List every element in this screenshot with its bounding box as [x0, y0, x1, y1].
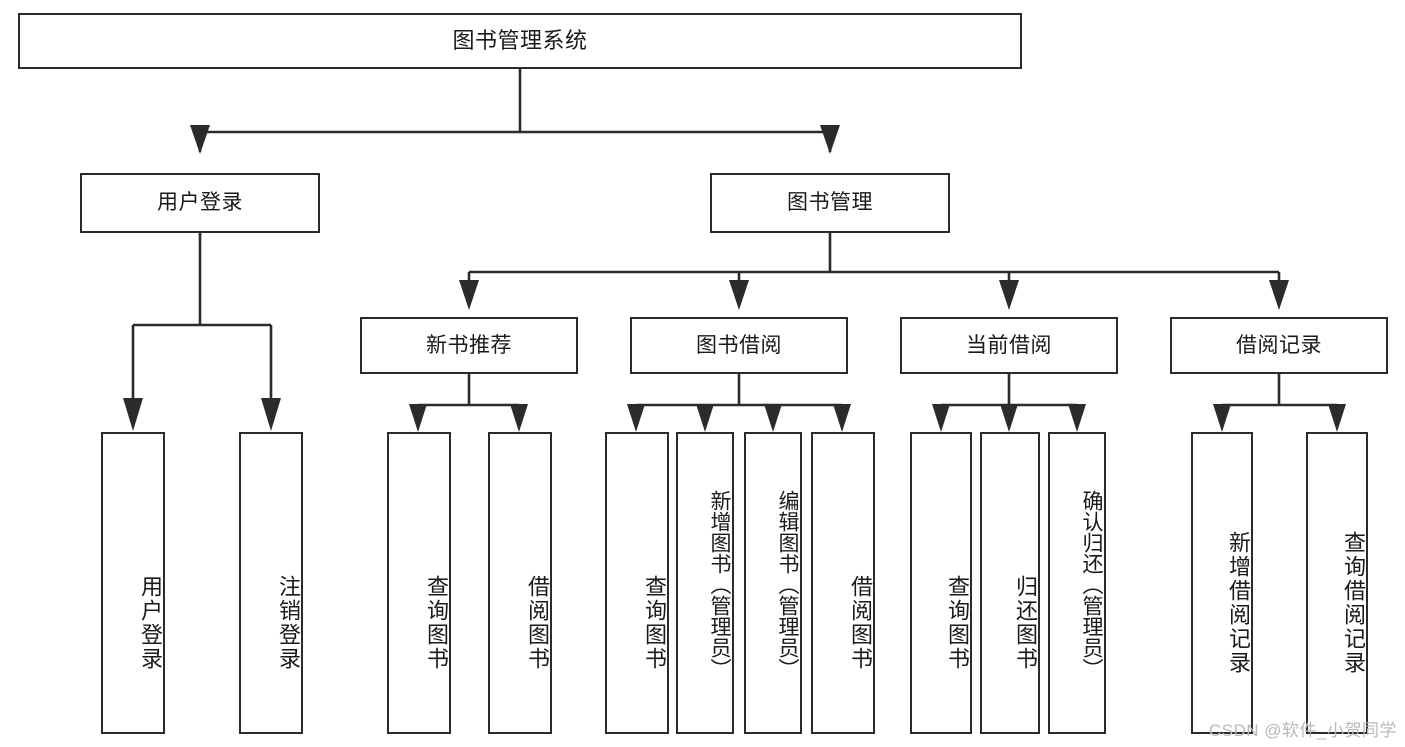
node-book-management-label: 图书管理	[787, 191, 873, 215]
node-leaf-borrow-book-1[interactable]: 借阅图书	[488, 432, 552, 734]
node-leaf-query-book-3-label: 查询图书	[945, 575, 970, 671]
node-leaf-logout-login[interactable]: 注销登录	[239, 432, 303, 734]
node-leaf-query-record-label: 查询借阅记录	[1341, 531, 1366, 675]
node-leaf-query-record[interactable]: 查询借阅记录	[1306, 432, 1368, 734]
node-book-borrow[interactable]: 图书借阅	[630, 317, 848, 374]
node-leaf-return-book[interactable]: 归还图书	[980, 432, 1040, 734]
node-leaf-borrow-book-2[interactable]: 借阅图书	[811, 432, 875, 734]
node-current-borrow[interactable]: 当前借阅	[900, 317, 1118, 374]
node-user-login-label: 用户登录	[157, 191, 243, 215]
node-leaf-borrow-book-1-label: 借阅图书	[525, 575, 550, 671]
node-leaf-confirm-return-label: 确认归还（管理员）	[1080, 490, 1103, 679]
watermark-text: CSDN @软件_小贺同学	[1208, 721, 1397, 740]
node-leaf-logout-login-label: 注销登录	[276, 575, 301, 671]
node-leaf-query-book-1-label: 查询图书	[424, 575, 449, 671]
node-leaf-add-book-label: 新增图书（管理员）	[708, 490, 731, 679]
node-leaf-user-login[interactable]: 用户登录	[101, 432, 165, 734]
node-leaf-user-login-label: 用户登录	[138, 575, 163, 671]
node-leaf-confirm-return[interactable]: 确认归还（管理员）	[1048, 432, 1106, 734]
node-leaf-edit-book-label: 编辑图书（管理员）	[776, 490, 799, 679]
node-current-borrow-label: 当前借阅	[966, 333, 1052, 357]
node-user-login[interactable]: 用户登录	[80, 173, 320, 233]
node-leaf-query-book-3[interactable]: 查询图书	[910, 432, 972, 734]
node-borrow-record[interactable]: 借阅记录	[1170, 317, 1388, 374]
node-book-borrow-label: 图书借阅	[696, 333, 782, 357]
node-leaf-add-book[interactable]: 新增图书（管理员）	[676, 432, 734, 734]
node-root[interactable]: 图书管理系统	[18, 13, 1022, 69]
node-new-book-recommend[interactable]: 新书推荐	[360, 317, 578, 374]
node-leaf-query-book-2-label: 查询图书	[642, 575, 667, 671]
arrowheads	[123, 125, 1346, 432]
node-leaf-add-record-label: 新增借阅记录	[1226, 531, 1251, 675]
node-book-management[interactable]: 图书管理	[710, 173, 950, 233]
node-new-book-recommend-label: 新书推荐	[426, 333, 512, 357]
node-leaf-query-book-2[interactable]: 查询图书	[605, 432, 669, 734]
node-leaf-query-book-1[interactable]: 查询图书	[387, 432, 451, 734]
node-root-label: 图书管理系统	[452, 27, 588, 53]
node-borrow-record-label: 借阅记录	[1236, 333, 1322, 357]
node-leaf-borrow-book-2-label: 借阅图书	[848, 575, 873, 671]
node-leaf-return-book-label: 归还图书	[1013, 575, 1038, 671]
node-leaf-add-record[interactable]: 新增借阅记录	[1191, 432, 1253, 734]
node-leaf-edit-book[interactable]: 编辑图书（管理员）	[744, 432, 802, 734]
